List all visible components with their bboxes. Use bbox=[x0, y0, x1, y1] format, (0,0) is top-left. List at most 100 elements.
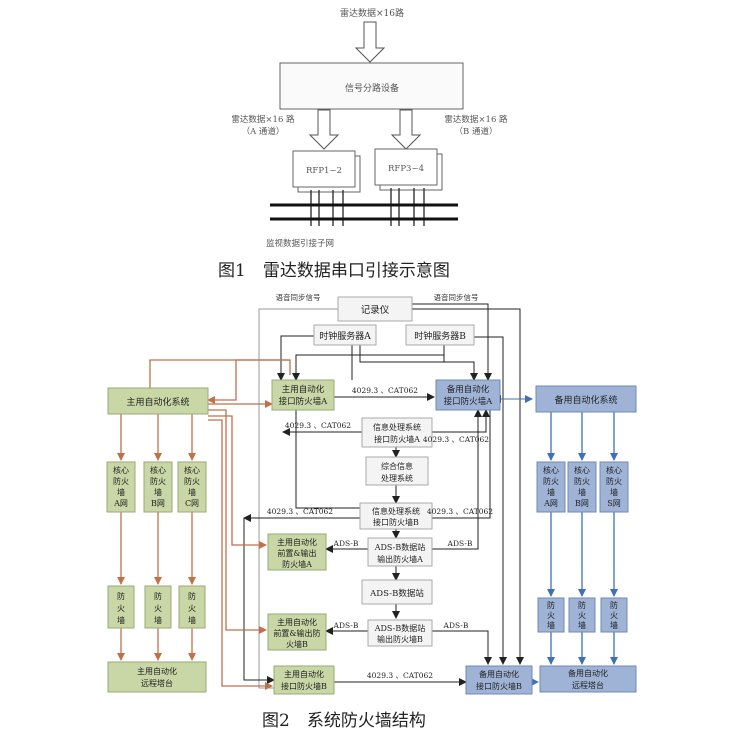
fig1-input-arrow bbox=[354, 21, 386, 63]
fig1-splitter-box bbox=[279, 62, 464, 110]
fig2-voice-sync-left: 语音同步信号 bbox=[276, 292, 321, 302]
fig2-main-fw-2-l1: 防 bbox=[154, 591, 162, 601]
fig2-info-fw-b-box bbox=[359, 502, 433, 530]
fig2-main-fw-2-l3: 墙 bbox=[154, 615, 162, 625]
fig2-main-core-b-l1: 核心 bbox=[150, 465, 166, 475]
fig2-main-fw-3-l1: 防 bbox=[188, 591, 196, 601]
fig2-backup-core-a-box bbox=[536, 461, 566, 513]
fig2-proto-label-3: 4029.3 、CAT062 bbox=[423, 435, 489, 444]
fig2-proto-label-5: 4029.3 、CAT062 bbox=[427, 507, 493, 516]
fig2-backup-core-a-l3: 墙 bbox=[547, 487, 555, 497]
fig2-front-fw-a-box bbox=[267, 533, 327, 571]
fig1-rfp-a-box bbox=[292, 150, 356, 188]
fig2-main-core-a-l3: 墙 bbox=[117, 487, 125, 497]
fig2-blue-lines bbox=[547, 412, 618, 665]
fig2-info-fw-a-box bbox=[361, 417, 433, 448]
fig2-adsb-label-2: ADS-B bbox=[447, 539, 473, 548]
fig2-backup-core-a-l4: A网 bbox=[543, 499, 558, 508]
fig2-main-fw-2-l2: 火 bbox=[154, 604, 162, 613]
fig2-backup-core-a-l2: 防火 bbox=[543, 476, 559, 486]
fig2-front-fw-b-l1: 主用自动化 bbox=[277, 617, 317, 627]
fig2-backup-iface-b-l1: 备用自动化 bbox=[479, 669, 519, 679]
fig1-caption: 图1 雷达数据串口引接示意图 bbox=[218, 261, 450, 281]
fig2-voice-sync-right: 语音同步信号 bbox=[434, 292, 479, 302]
fig1-left-label: 雷达数据×16 路 bbox=[231, 114, 295, 125]
fig1-rfp-a-label: RFP1~2 bbox=[306, 166, 342, 176]
fig2-proto-label-2: 4029.3 、CAT062 bbox=[285, 421, 351, 430]
fig2-backup-core-group: 核心 防火 墙 A网 核心 防火 墙 B网 核心 防火 墙 S网 bbox=[536, 461, 629, 513]
fig2-info-fw-b-line1: 信息处理系统 bbox=[372, 506, 420, 516]
fig2-main-remote-l1: 主用自动化 bbox=[137, 666, 177, 676]
fig2-backup-remote-box bbox=[539, 665, 637, 693]
fig2-backup-iface-a-line1: 备用自动化 bbox=[447, 384, 490, 395]
fig2-front-fw-a-l2: 前置&输出 bbox=[277, 548, 316, 558]
fig2-adsb-station-label: ADS-B数据站 bbox=[369, 588, 424, 599]
fig2-backup-fw-2-l2: 火 bbox=[578, 611, 586, 620]
fig2-main-fw-1-box bbox=[107, 585, 135, 629]
fig2-backup-core-s-l2: 防火 bbox=[606, 476, 622, 486]
fig2-main-core-group: 核心 防火 墙 A网 核心 防火 墙 B网 核心 防火 墙 C网 bbox=[106, 461, 207, 513]
fig2-info-center-box bbox=[365, 456, 429, 486]
fig2-main-remote-box bbox=[107, 661, 207, 693]
fig1-top-input-label: 雷达数据×16路 bbox=[340, 7, 404, 19]
fig2-backup-core-s-l1: 核心 bbox=[606, 465, 622, 475]
fig2-main-fw-group: 防 火 墙 防 火 墙 防 火 墙 bbox=[107, 585, 206, 629]
fig2-main-remote-l2: 远程塔台 bbox=[141, 678, 173, 688]
fig2-clock-b-label: 时钟服务器B bbox=[414, 330, 466, 342]
fig2-adsb-out-a-l2: 输出防火墙A bbox=[377, 554, 423, 564]
fig2-backup-fw-1-l2: 火 bbox=[547, 611, 555, 620]
fig1-left-sub: （A 通道） bbox=[242, 126, 285, 137]
fig2-backup-core-s-l4: S网 bbox=[607, 499, 620, 508]
fig2-main-iface-b-l1: 主用自动化 bbox=[284, 669, 324, 679]
fig2-backup-auto-label: 备用自动化系统 bbox=[554, 394, 617, 406]
fig2-backup-fw-1-l3: 墙 bbox=[547, 620, 555, 630]
fig2-backup-core-b-l4: B网 bbox=[575, 499, 589, 508]
fig2-info-fw-b-line2: 接口防火墙B bbox=[373, 517, 419, 527]
fig1-right-sub: （B 通道） bbox=[455, 126, 498, 137]
fig2-front-fw-a-l1: 主用自动化 bbox=[277, 537, 317, 547]
fig2-main-core-c-l3: 墙 bbox=[188, 487, 196, 497]
fig2-adsb-out-b-l1: ADS-B数据站 bbox=[374, 623, 426, 633]
fig2-backup-fw-3-l2: 火 bbox=[610, 611, 618, 620]
fig2-main-core-a-box bbox=[106, 461, 136, 513]
fig2-proto-label-6: 4029.3 、CAT062 bbox=[367, 671, 433, 680]
fig2-backup-fw-3-box bbox=[600, 597, 628, 633]
fig1-channel-a-arrow bbox=[308, 109, 340, 150]
fig2-adsb-label-4: ADS-B bbox=[443, 621, 469, 630]
fig2-front-fw-b-box bbox=[267, 613, 327, 651]
fig2-main-iface-b-l2: 接口防火墙B bbox=[281, 681, 327, 691]
fig2-main-fw-3-l2: 火 bbox=[188, 604, 196, 613]
fig2-main-core-c-l4: C网 bbox=[185, 499, 199, 508]
figure-2: 记录仪 语音同步信号 语音同步信号 时钟服务器A 时钟服务器B 主用自动化系统 … bbox=[106, 292, 637, 695]
fig2-main-fw-2-box bbox=[144, 585, 172, 629]
fig2-clock-a-box bbox=[313, 324, 377, 346]
fig2-main-iface-a-box bbox=[271, 379, 335, 411]
fig2-backup-iface-a-line2: 接口防火墙A bbox=[444, 396, 494, 407]
fig2-main-core-b-l2: 防火 bbox=[150, 476, 166, 486]
fig2-front-fw-b-l2: 前置&输出防 bbox=[273, 628, 320, 638]
fig2-backup-remote-l2: 远程塔台 bbox=[572, 680, 604, 690]
fig1-rfp-b-label: RFP3~4 bbox=[388, 164, 424, 174]
fig2-clock-a-label: 时钟服务器A bbox=[319, 330, 371, 342]
fig2-backup-core-b-box bbox=[567, 461, 597, 513]
fig2-main-core-c-l2: 防火 bbox=[184, 476, 200, 486]
fig2-main-iface-b-box bbox=[273, 665, 335, 695]
fig2-adsb-out-b-box bbox=[367, 619, 433, 647]
fig2-adsb-label-3: ADS-B bbox=[333, 621, 359, 630]
fig2-main-core-a-l4: A网 bbox=[113, 499, 128, 508]
fig2-main-iface-a-line2: 接口防火墙A bbox=[279, 396, 329, 407]
fig2-recorder-label: 记录仪 bbox=[361, 304, 390, 316]
fig2-main-fw-3-box bbox=[178, 585, 206, 629]
fig2-backup-iface-a-box bbox=[435, 379, 501, 411]
fig2-backup-fw-3-l1: 防 bbox=[610, 600, 618, 610]
fig2-proto-label-1: 4029.3 、CAT062 bbox=[352, 386, 418, 395]
fig2-info-center-line1: 综合信息 bbox=[381, 461, 413, 471]
fig2-main-core-b-box bbox=[143, 461, 173, 513]
fig1-right-label: 雷达数据×16 路 bbox=[444, 114, 508, 125]
fig1-splitter-label: 信号分路设备 bbox=[345, 82, 399, 94]
fig2-recorder-box bbox=[337, 296, 413, 322]
fig1-bottom-label: 监视数据引接子网 bbox=[266, 238, 334, 249]
fig2-backup-fw-2-l1: 防 bbox=[578, 600, 586, 610]
fig2-front-fw-a-l3: 防火墙A bbox=[282, 559, 312, 569]
